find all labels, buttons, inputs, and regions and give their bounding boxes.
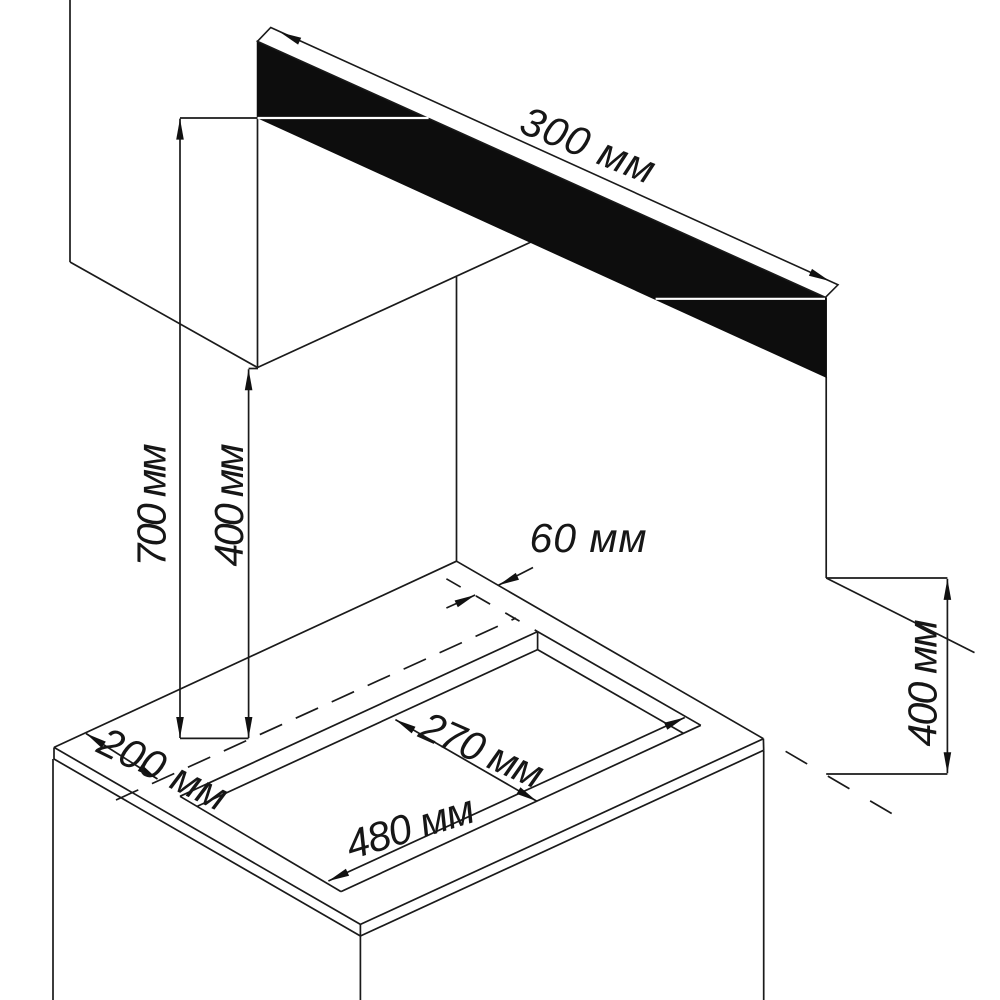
svg-text:400 мм: 400 мм <box>206 444 252 567</box>
svg-text:60 мм: 60 мм <box>530 515 647 561</box>
svg-text:700 мм: 700 мм <box>129 444 175 567</box>
svg-text:400 мм: 400 мм <box>900 620 946 747</box>
